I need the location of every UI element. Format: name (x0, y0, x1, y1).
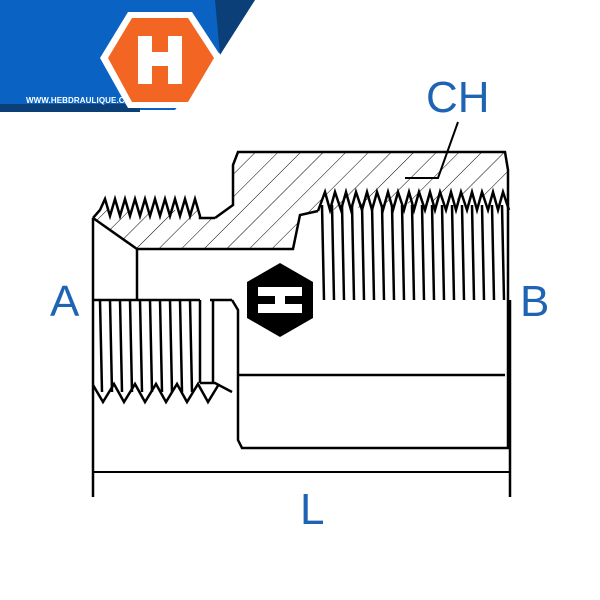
external-thread-a (92, 194, 215, 221)
internal-thread-a-lines (98, 299, 194, 393)
logo-h-icon (138, 36, 182, 84)
internal-thread-a-profile (91, 381, 221, 405)
internal-thread-b-lines (320, 204, 506, 301)
label-a: A (50, 277, 80, 326)
label-b: B (520, 277, 550, 326)
label-l: L (300, 485, 325, 534)
website-url[interactable]: WWW.HEBDRAULIQUE.CA (26, 96, 131, 105)
brand-banner (0, 0, 255, 112)
outline (91, 121, 512, 497)
label-ch: CH (426, 73, 490, 122)
upper-section (93, 152, 508, 249)
center-logo-icon (247, 263, 313, 337)
